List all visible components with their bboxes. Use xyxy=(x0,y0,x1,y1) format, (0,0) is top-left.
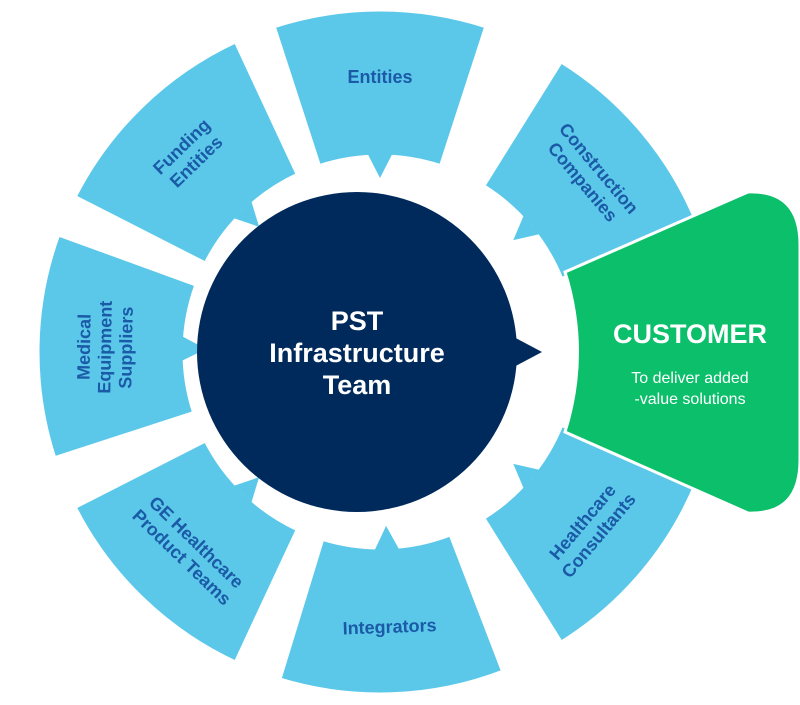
segment-label-entities-1: Entities xyxy=(347,67,412,87)
hub-title-line-1: PST xyxy=(331,306,384,336)
customer-shape xyxy=(563,190,800,515)
segment-ge-healthcare xyxy=(73,438,300,664)
segment-pointer-healthcare-consultants xyxy=(513,463,540,489)
segment-funding xyxy=(73,40,300,266)
hub-title-line-3: Team xyxy=(323,370,392,400)
segment-label-integrators-1: Integrators xyxy=(342,615,437,638)
hub: PST Infrastructure Team xyxy=(197,192,542,512)
segment-ring: EntitiesConstructionCompaniesHealthcareC… xyxy=(36,8,700,696)
segment-label-medical-equipment-2: Equipment xyxy=(94,301,116,394)
segment-pointer-entities xyxy=(367,154,393,178)
customer-title: CUSTOMER xyxy=(613,319,767,349)
hub-pointer xyxy=(510,335,542,369)
segment-label-medical-equipment-3: Suppliers xyxy=(115,306,136,388)
hub-title-line-2: Infrastructure xyxy=(269,338,445,368)
segment-medical-equipment xyxy=(36,233,198,460)
segment-integrators xyxy=(278,533,505,696)
segment-pointer-ge-healthcare xyxy=(234,477,260,503)
segment-healthcare-consultants xyxy=(481,423,700,645)
segment-pointer-construction xyxy=(513,215,540,241)
customer-segment: CUSTOMER To deliver added -value solutio… xyxy=(563,190,800,515)
segment-entities xyxy=(272,8,488,168)
segment-pointer-medical-equipment xyxy=(182,336,207,361)
hub-circle xyxy=(197,192,517,512)
segment-pointer-funding xyxy=(234,201,260,227)
segment-pointer-integrators xyxy=(374,525,399,550)
customer-subtitle-line-2: -value solutions xyxy=(634,391,745,408)
segment-label-medical-equipment-1: Medical xyxy=(73,314,94,380)
customer-subtitle-line-1: To deliver added xyxy=(631,370,748,387)
